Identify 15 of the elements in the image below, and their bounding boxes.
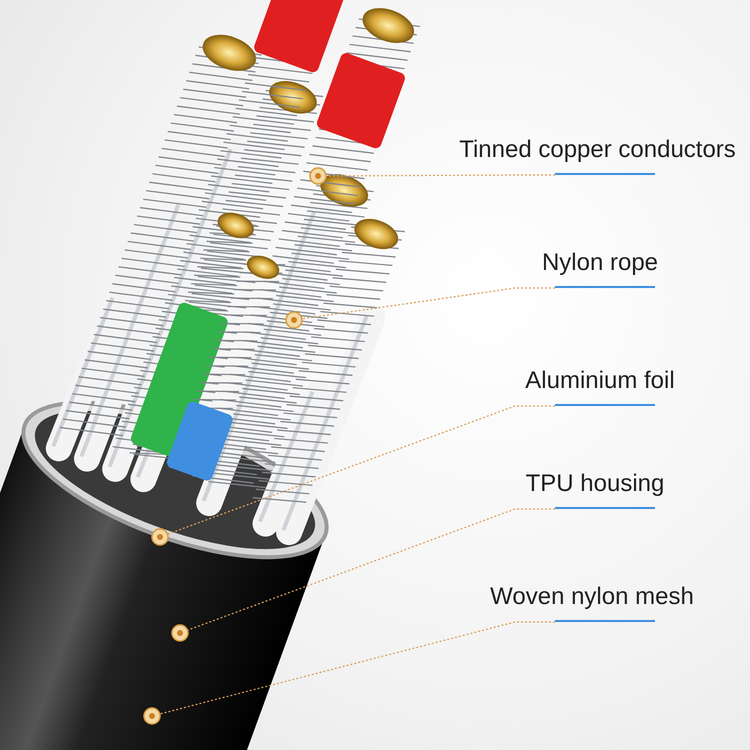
leader-line (160, 621, 555, 715)
target-dot (285, 311, 303, 329)
target-dot (171, 624, 189, 642)
callout-label: TPU housing (520, 469, 670, 509)
target-dot (151, 528, 169, 546)
callout-label: Aluminium foil (515, 366, 685, 406)
leader-line (187, 508, 555, 631)
leader-line (167, 405, 555, 535)
leader-line (302, 287, 555, 320)
callout-label: Tinned copper conductors (455, 135, 740, 175)
leader-line (326, 174, 555, 177)
target-dot (309, 167, 327, 185)
callout-label: Nylon rope (530, 248, 670, 288)
target-dot (143, 707, 161, 725)
callout-label: Woven nylon mesh (482, 582, 702, 622)
